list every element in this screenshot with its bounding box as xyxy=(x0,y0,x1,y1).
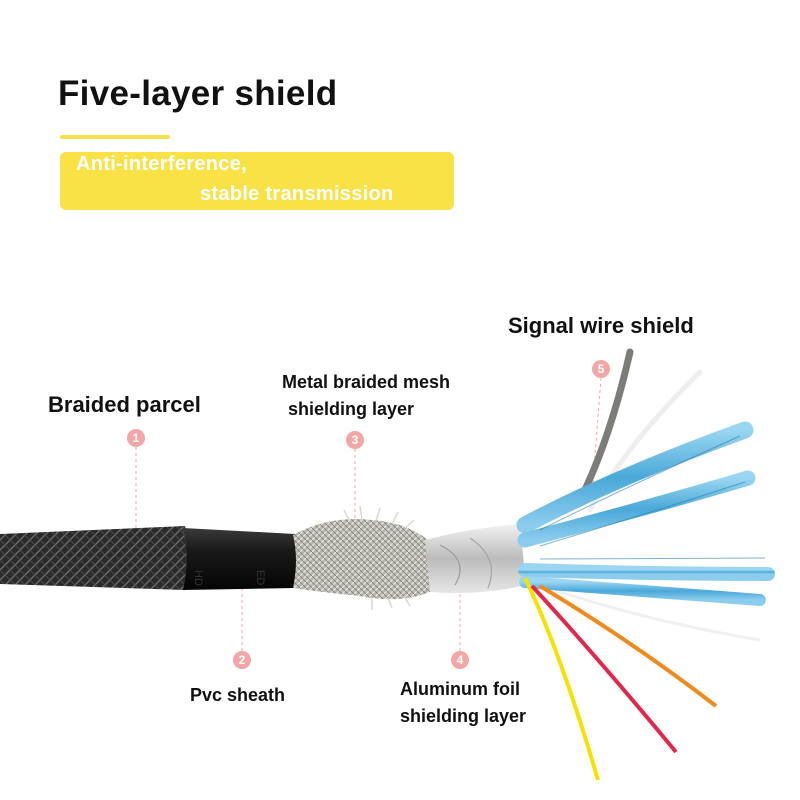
wire-yellow xyxy=(523,577,600,781)
title-underline xyxy=(60,135,170,139)
marker-2: 2 xyxy=(233,651,251,669)
wire-red xyxy=(530,584,678,754)
marker-5: 5 xyxy=(592,360,610,378)
label-metal-mesh-line1: Metal braided mesh xyxy=(282,372,451,392)
aluminum-foil xyxy=(425,524,526,594)
label-aluminum-foil-line2: shielding layer xyxy=(400,706,527,726)
svg-text:ED: ED xyxy=(254,570,266,585)
banner-text-line1: Anti-interference, xyxy=(76,153,247,175)
label-pvc-sheath: Pvc sheath xyxy=(190,685,286,705)
signal-pairs xyxy=(516,421,776,606)
marker-4: 4 xyxy=(451,651,469,669)
leader-lines xyxy=(135,377,602,651)
marker-3: 3 xyxy=(346,431,364,449)
svg-text:HD: HD xyxy=(192,570,204,586)
wire-orange xyxy=(538,584,718,708)
metal-mesh xyxy=(293,519,430,600)
braided-jacket xyxy=(0,526,189,590)
label-aluminum-foil-line1: Aluminum foil xyxy=(400,679,520,699)
feature-banner xyxy=(60,152,454,210)
pvc-sheath xyxy=(183,528,298,590)
label-aluminum-foil: Aluminum foil shielding layer xyxy=(400,676,526,730)
label-signal-wire-shield: Signal wire shield xyxy=(508,313,694,338)
label-metal-mesh-line2: shielding layer xyxy=(288,399,415,419)
label-braided-parcel: Braided parcel xyxy=(48,392,201,417)
marker-1: 1 xyxy=(127,429,145,447)
banner-text-line2: stable transmission xyxy=(200,183,394,205)
page-title: Five-layer shield xyxy=(58,74,338,113)
label-metal-mesh: Metal braided mesh shielding layer xyxy=(282,369,450,423)
